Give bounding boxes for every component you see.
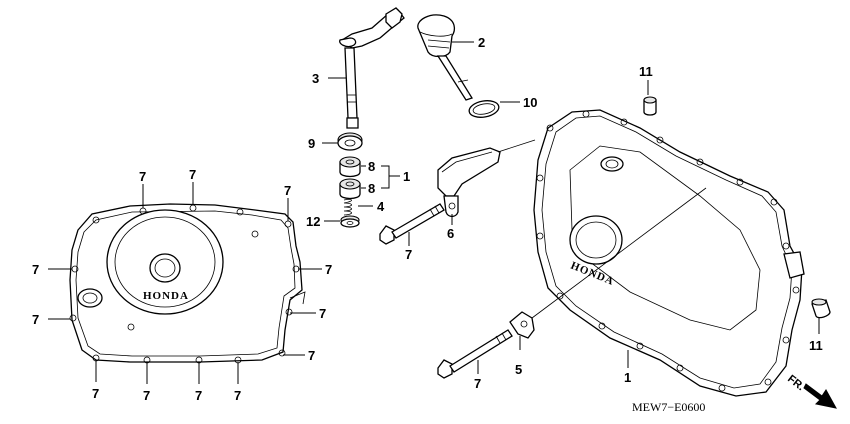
callout-7-left1: 7 bbox=[32, 262, 39, 277]
callout-1-kit: 1 bbox=[403, 169, 410, 184]
brand-mark-left: HONDA bbox=[143, 290, 189, 302]
cable-clamp bbox=[509, 311, 535, 339]
callout-7-top1: 7 bbox=[139, 169, 146, 184]
callout-11-upper: 11 bbox=[639, 64, 653, 79]
callout-12: 12 bbox=[306, 214, 320, 229]
callout-7-bottom4: 7 bbox=[234, 388, 241, 403]
callout-2: 2 bbox=[478, 35, 485, 50]
oil-seal bbox=[337, 132, 363, 151]
callout-7-right1: 7 bbox=[325, 262, 332, 277]
washer bbox=[340, 215, 360, 228]
callout-7-bottom2: 7 bbox=[143, 388, 150, 403]
flange-bolt-lower bbox=[437, 329, 513, 379]
plate-locator-line bbox=[497, 139, 536, 153]
callout-7-bolt1: 7 bbox=[405, 247, 412, 262]
left-cover-leaders bbox=[48, 182, 322, 384]
dowel-pin-lower bbox=[811, 298, 831, 319]
callout-8-lower: 8 bbox=[368, 181, 375, 196]
shift-shaft-assembly bbox=[339, 7, 405, 129]
callout-7-right3: 7 bbox=[308, 348, 315, 363]
right-crankcase-cover: HONDA bbox=[533, 109, 805, 397]
flange-bolt-upper bbox=[379, 203, 445, 245]
cover-plate bbox=[437, 147, 501, 218]
callout-9: 9 bbox=[308, 136, 315, 151]
callout-1-cover: 1 bbox=[624, 370, 631, 385]
callout-7-right2: 7 bbox=[319, 306, 326, 321]
callout-7-bottom3: 7 bbox=[195, 388, 202, 403]
callout-10: 10 bbox=[523, 95, 537, 110]
callout-5: 5 bbox=[515, 362, 522, 377]
callout-7-top3: 7 bbox=[284, 183, 291, 198]
callout-11-lower: 11 bbox=[809, 338, 823, 353]
callout-3: 3 bbox=[312, 71, 319, 86]
direction-label: FR. bbox=[785, 373, 806, 393]
callout-7-left2: 7 bbox=[32, 312, 39, 327]
callout-8-upper: 8 bbox=[368, 159, 375, 174]
clamp-locator-line bbox=[531, 187, 707, 319]
o-ring bbox=[468, 100, 500, 118]
left-crankcase-cover: HONDA bbox=[69, 203, 306, 364]
arrow-icon bbox=[803, 383, 837, 409]
dowel-pin-upper bbox=[643, 96, 657, 116]
spring bbox=[343, 198, 352, 216]
callout-7-bolt2: 7 bbox=[474, 376, 481, 391]
callout-6: 6 bbox=[447, 226, 454, 241]
collar-upper bbox=[339, 156, 361, 178]
callout-4: 4 bbox=[377, 199, 385, 214]
collar-lower bbox=[339, 178, 361, 200]
front-direction-arrow: FR. bbox=[785, 373, 837, 409]
callout-7-top2: 7 bbox=[189, 167, 196, 182]
bracket-1 bbox=[381, 165, 390, 189]
drawing-code: MEW7−E0600 bbox=[632, 400, 705, 414]
callout-7-bottom1: 7 bbox=[92, 386, 99, 401]
oil-filler-cap bbox=[417, 14, 473, 101]
